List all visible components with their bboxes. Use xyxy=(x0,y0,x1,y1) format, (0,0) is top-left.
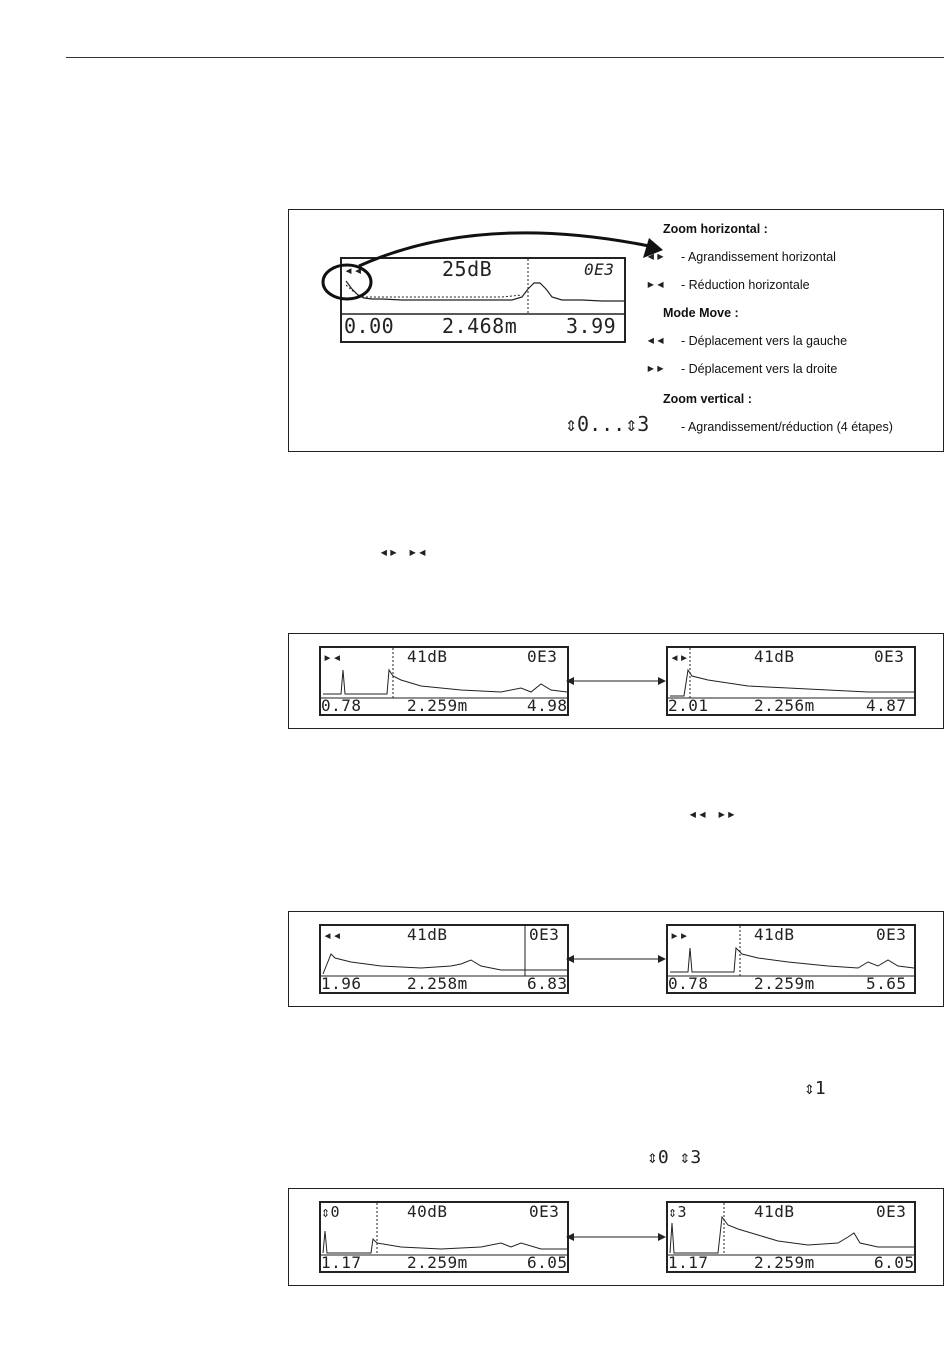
lcd-icon: ▸◂ xyxy=(323,648,343,666)
echo-curve xyxy=(321,648,567,699)
move-example-box: ◂◂ 41dB 0E3 1.96 2.258m 6.83 ▸▸ 41dB 0E3… xyxy=(288,911,944,1007)
lcd-left-value: 0.78 xyxy=(668,974,709,993)
lcd-right-value: 6.05 xyxy=(874,1253,915,1272)
lcd-right-value: 5.65 xyxy=(866,974,907,993)
zoom-horizontal-title: Zoom horizontal : xyxy=(663,222,768,236)
lcd-center-value: 2.468m xyxy=(442,314,518,338)
echo-curve xyxy=(321,1203,567,1256)
echo-curve xyxy=(668,926,914,977)
zoom-vertical-label: - Agrandissement/réduction (4 étapes) xyxy=(681,420,893,434)
lcd-display-move-left: ◂◂ 41dB 0E3 1.96 2.258m 6.83 xyxy=(319,924,569,994)
inline-vzoom-symbol: ⇕1 xyxy=(804,1078,826,1099)
lcd-display-zoom-out: ▸◂ 41dB 0E3 0.78 2.259m 4.98 xyxy=(319,646,569,716)
lcd-display-vzoom-3: ⇕3 41dB 0E3 1.17 2.259m 6.05 xyxy=(666,1201,916,1273)
lcd-center-value: 2.259m xyxy=(754,974,815,993)
lcd-exp: 0E3 xyxy=(876,1202,907,1221)
lcd-exp: 0E3 xyxy=(527,647,558,666)
lcd-right-value: 6.05 xyxy=(527,1253,568,1272)
lcd-icon: ▸▸ xyxy=(670,926,690,944)
lcd-icon: ⇕0 xyxy=(321,1203,341,1221)
lcd-icon: ⇕3 xyxy=(668,1203,688,1221)
lcd-db: 41dB xyxy=(407,647,448,666)
lcd-center-value: 2.258m xyxy=(407,974,468,993)
lcd-db: 41dB xyxy=(754,647,795,666)
move-right-label: - Déplacement vers la droite xyxy=(681,362,838,376)
lcd-left-value: 1.17 xyxy=(321,1253,362,1272)
lcd-db: 25dB xyxy=(442,257,493,281)
lcd-db: 41dB xyxy=(407,925,448,944)
lcd-exp: 0E3 xyxy=(874,647,905,666)
lcd-db: 40dB xyxy=(407,1202,448,1221)
zoom-vertical-symbol: ⇕0...⇕3 xyxy=(565,412,650,436)
move-mode-title: Mode Move : xyxy=(663,306,739,320)
lcd-center-value: 2.256m xyxy=(754,696,815,715)
lcd-exp: 0E3 xyxy=(876,925,907,944)
vertical-zoom-example-box: ⇕0 40dB 0E3 1.17 2.259m 6.05 ⇕3 41dB 0E3… xyxy=(288,1188,944,1286)
echo-curve xyxy=(321,926,567,977)
lcd-center-value: 2.259m xyxy=(754,1253,815,1272)
echo-curve xyxy=(668,1203,914,1256)
echo-curve xyxy=(668,648,914,699)
zoom-out-icon: ▸◂ xyxy=(646,274,666,293)
double-arrow xyxy=(566,1233,666,1241)
zoom-out-label: - Réduction horizontale xyxy=(681,278,810,292)
move-left-icon: ◂◂ xyxy=(646,330,666,349)
move-right-icon: ▸▸ xyxy=(646,358,666,377)
legend-box: ◂◂ 25dB 0E3 0.00 2.468m 3.99 Zoom horizo… xyxy=(288,209,944,452)
echo-curve xyxy=(342,259,624,315)
zoom-in-icon: ◂▸ xyxy=(646,246,666,265)
lcd-display-vzoom-0: ⇕0 40dB 0E3 1.17 2.259m 6.05 xyxy=(319,1201,569,1273)
zoom-in-label: - Agrandissement horizontal xyxy=(681,250,836,264)
inline-zoom-symbols: ◂▸ ▸◂ xyxy=(379,542,428,561)
lcd-exp: 0E3 xyxy=(529,925,560,944)
inline-move-symbols: ◂◂ ▸▸ xyxy=(688,804,737,823)
lcd-display-zoom-in: ◂▸ 41dB 0E3 2.01 2.256m 4.87 xyxy=(666,646,916,716)
lcd-left-value: 0.78 xyxy=(321,696,362,715)
lcd-right-value: 4.98 xyxy=(527,696,568,715)
highlight-arrow xyxy=(321,231,663,301)
lcd-icon: ◂▸ xyxy=(670,648,690,666)
double-arrow xyxy=(566,955,666,963)
lcd-right-value: 4.87 xyxy=(866,696,907,715)
lcd-center-value: 2.259m xyxy=(407,1253,468,1272)
lcd-exp: 0E3 xyxy=(584,260,615,279)
lcd-left-value: 1.96 xyxy=(321,974,362,993)
lcd-center-value: 2.259m xyxy=(407,696,468,715)
zoom-example-box: ▸◂ 41dB 0E3 0.78 2.259m 4.98 ◂▸ 41dB 0E3… xyxy=(288,633,944,729)
lcd-db: 41dB xyxy=(754,1202,795,1221)
double-arrow xyxy=(566,677,666,685)
lcd-left-value: 1.17 xyxy=(668,1253,709,1272)
header-rule xyxy=(66,57,944,58)
inline-vzoom-range: ⇕0 ⇕3 xyxy=(647,1147,702,1168)
lcd-display-main: ◂◂ 25dB 0E3 0.00 2.468m 3.99 xyxy=(340,257,626,343)
zoom-vertical-title: Zoom vertical : xyxy=(663,392,752,406)
lcd-left-value: 0.00 xyxy=(344,314,395,338)
lcd-display-move-right: ▸▸ 41dB 0E3 0.78 2.259m 5.65 xyxy=(666,924,916,994)
lcd-exp: 0E3 xyxy=(529,1202,560,1221)
lcd-right-value: 3.99 xyxy=(566,314,617,338)
lcd-left-value: 2.01 xyxy=(668,696,709,715)
lcd-right-value: 6.83 xyxy=(527,974,568,993)
move-left-label: - Déplacement vers la gauche xyxy=(681,334,848,348)
lcd-icon: ◂◂ xyxy=(323,926,343,944)
lcd-db: 41dB xyxy=(754,925,795,944)
